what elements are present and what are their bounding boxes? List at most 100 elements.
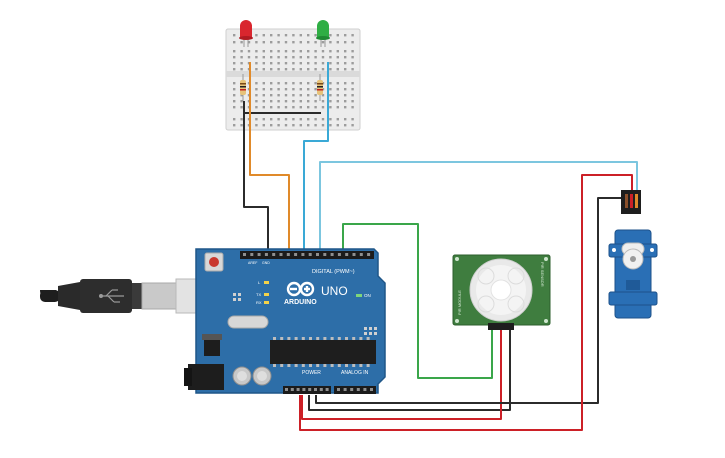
l-label: L: [258, 280, 261, 285]
breadboard-hole: [255, 94, 258, 97]
breadboard-hole: [262, 118, 265, 121]
breadboard-hole: [329, 41, 332, 44]
chip-pin: [359, 364, 363, 367]
breadboard-hole: [233, 56, 236, 59]
breadboard-hole: [344, 82, 347, 85]
breadboard-hole: [314, 41, 317, 44]
header-pin: [264, 253, 268, 256]
breadboard-hole: [284, 56, 288, 59]
breadboard-hole: [292, 50, 295, 53]
red-led[interactable]: [239, 20, 253, 47]
breadboard-hole: [344, 56, 347, 59]
chip-pin: [273, 364, 276, 367]
breadboard-hole: [292, 56, 295, 59]
breadboard-hole: [233, 41, 236, 44]
breadboard-hole: [314, 82, 317, 85]
wire-cyan-led: [303, 71, 329, 251]
breadboard-hole: [329, 56, 332, 59]
breadboard-hole: [329, 62, 332, 65]
breadboard-hole: [336, 118, 339, 121]
wires[interactable]: [243, 71, 638, 431]
breadboard-hole: [299, 41, 302, 44]
servo-motor-icon[interactable]: [608, 190, 658, 319]
pir-sensor-icon[interactable]: PIR MODULE PIR SENSOR: [452, 254, 551, 330]
header-pin: [363, 388, 367, 391]
breadboard-hole: [336, 124, 339, 127]
breadboard-hole: [344, 106, 347, 109]
header-pin: [250, 253, 254, 256]
chip-pin: [287, 337, 291, 340]
breadboard-hole: [277, 100, 280, 103]
chip-pin: [352, 364, 356, 367]
header-pin: [279, 253, 283, 256]
breadboard-hole: [262, 124, 265, 127]
wire-lightblue-servo-signal: [319, 161, 638, 251]
wire-black-led-gnd: [243, 101, 269, 251]
breadboard-hole: [262, 94, 265, 97]
breadboard-hole: [284, 94, 288, 97]
breadboard-hole: [321, 118, 325, 121]
header-pin: [343, 388, 347, 391]
breadboard-hole: [255, 50, 258, 53]
breadboard-hole: [351, 62, 354, 65]
breadboard-hole: [336, 50, 339, 53]
breadboard-hole: [247, 56, 251, 59]
breadboard-hole: [299, 94, 302, 97]
breadboard-hole: [233, 124, 236, 127]
breadboard-hole: [329, 50, 332, 53]
breadboard-hole: [292, 34, 295, 37]
breadboard-hole: [255, 62, 258, 65]
breadboard-hole: [314, 94, 317, 97]
breadboard-hole: [284, 41, 288, 44]
breadboard-hole: [299, 68, 302, 71]
chip-pin: [294, 364, 298, 367]
header-pin: [285, 388, 288, 391]
breadboard-hole: [344, 124, 347, 127]
breadboard-hole: [307, 100, 310, 103]
usb-cable-icon[interactable]: [40, 278, 203, 314]
breadboard[interactable]: [225, 28, 361, 131]
chip-pin: [323, 337, 327, 340]
header-pin: [325, 388, 329, 391]
arduino-uno-board[interactable]: ARDUINO UNO DIGITAL (PWM~) POWER ANALOG …: [184, 248, 386, 394]
breadboard-hole: [314, 56, 317, 59]
breadboard-hole: [284, 124, 288, 127]
breadboard-hole: [277, 94, 280, 97]
header-pin: [350, 388, 354, 391]
breadboard-hole: [336, 94, 339, 97]
arduino-infinity-logo-icon: [286, 281, 315, 297]
breadboard-hole: [233, 118, 236, 121]
breadboard-hole: [233, 62, 236, 65]
breadboard-hole: [292, 100, 295, 103]
breadboard-hole: [255, 82, 258, 85]
breadboard-hole: [307, 82, 310, 85]
green-led[interactable]: [316, 20, 330, 47]
breadboard-hole: [240, 100, 243, 103]
chip-pin: [280, 337, 284, 340]
wire-black-pir-gnd: [308, 330, 511, 411]
breadboard-hole: [351, 124, 354, 127]
resistor-1[interactable]: [240, 74, 246, 101]
breadboard-hole: [299, 88, 302, 91]
breadboard-hole: [270, 124, 273, 127]
chip-pin: [316, 337, 320, 340]
breadboard-hole: [270, 100, 273, 103]
breadboard-hole: [321, 68, 325, 71]
breadboard-hole: [307, 88, 310, 91]
breadboard-hole: [292, 124, 295, 127]
header-pin: [243, 253, 246, 256]
breadboard-hole: [277, 62, 280, 65]
breadboard-hole: [307, 56, 310, 59]
chip-pin: [309, 337, 312, 340]
breadboard-hole: [284, 68, 288, 71]
header-pin: [370, 388, 373, 391]
atmega-chip-pins: [273, 337, 370, 367]
breadboard-hole: [299, 106, 302, 109]
breadboard-hole: [336, 106, 339, 109]
breadboard-hole: [255, 124, 258, 127]
resistor-2[interactable]: [317, 74, 323, 101]
chip-pin: [366, 364, 370, 367]
breadboard-hole: [255, 34, 258, 37]
breadboard-hole: [329, 94, 332, 97]
breadboard-hole: [240, 118, 243, 121]
